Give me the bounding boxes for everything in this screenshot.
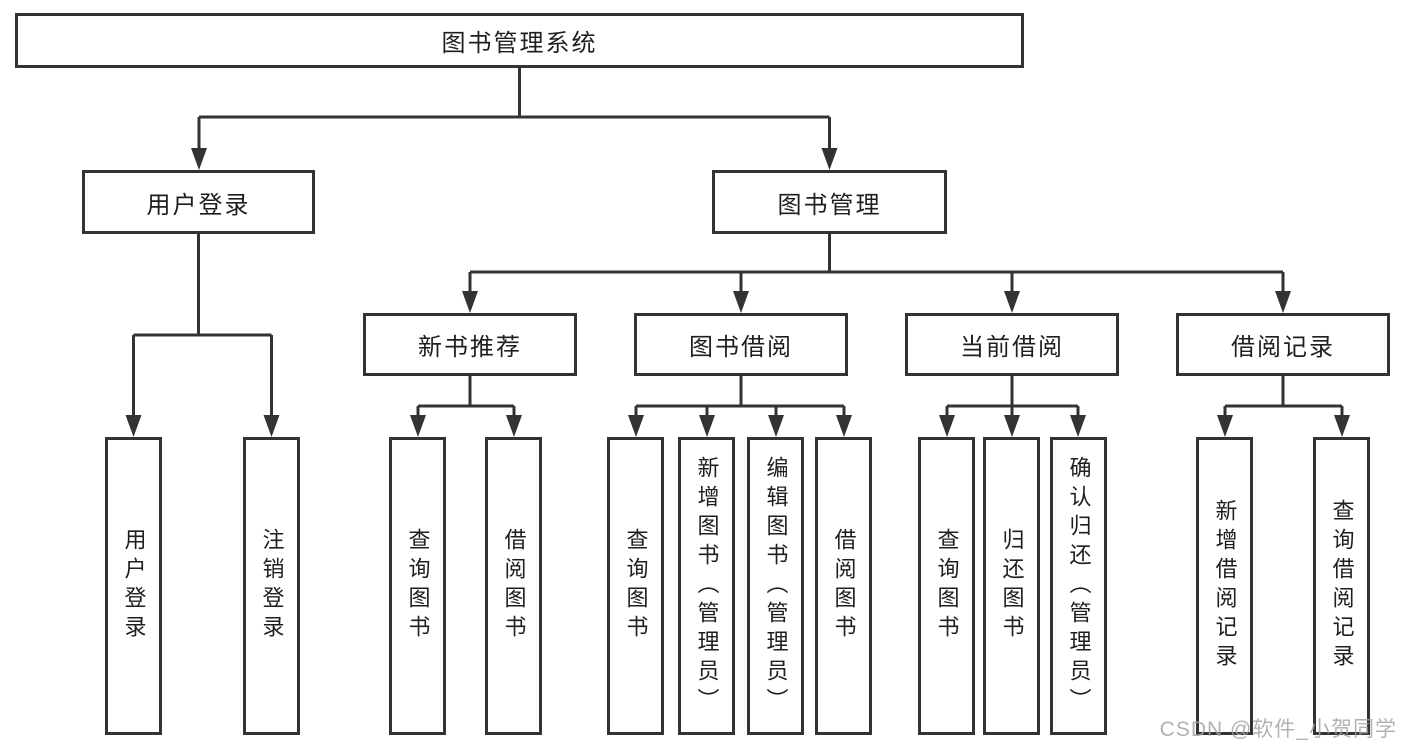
node-book-management: 图书管理 — [712, 170, 947, 234]
node-query-borrow-record: 查询借阅记录 — [1313, 437, 1370, 735]
tree-edges — [132, 68, 1344, 417]
node-borrowing-records: 借阅记录 — [1176, 313, 1390, 376]
node-label: 借阅图书 — [501, 528, 527, 644]
node-logout: 注销登录 — [243, 437, 300, 735]
node-new-book-recommendation: 新书推荐 — [363, 313, 577, 376]
node-user-login: 用户登录 — [82, 170, 315, 234]
node-query-books-current: 查询图书 — [918, 437, 975, 735]
node-label: 图书管理系统 — [441, 30, 598, 57]
node-add-books-admin: 新增图书（管理员） — [678, 437, 735, 735]
node-edit-books-admin: 编辑图书（管理员） — [747, 437, 804, 735]
node-borrow-books-leaf: 借阅图书 — [815, 437, 872, 735]
node-label: 查询借阅记录 — [1329, 499, 1355, 673]
node-query-books-borrowing: 查询图书 — [607, 437, 664, 735]
node-return-books: 归还图书 — [983, 437, 1040, 735]
node-add-borrow-record: 新增借阅记录 — [1196, 437, 1253, 735]
node-label: 图书管理 — [777, 191, 882, 219]
node-confirm-return-admin: 确认归还（管理员） — [1050, 437, 1107, 735]
node-current-borrowing: 当前借阅 — [905, 313, 1119, 376]
node-label: 确认归还（管理员） — [1066, 455, 1092, 717]
node-book-borrowing: 图书借阅 — [634, 313, 848, 376]
node-label: 新增图书（管理员） — [694, 455, 720, 717]
node-label: 查询图书 — [934, 528, 960, 644]
node-label: 图书借阅 — [689, 334, 793, 361]
arrowheads — [125, 148, 1350, 437]
node-label: 查询图书 — [623, 528, 649, 644]
node-label: 编辑图书（管理员） — [763, 455, 789, 717]
node-label: 用户登录 — [121, 528, 147, 644]
node-label: 新书推荐 — [418, 334, 522, 361]
node-label: 归还图书 — [999, 528, 1025, 644]
node-user-login-leaf: 用户登录 — [105, 437, 162, 735]
node-label: 借阅图书 — [831, 528, 857, 644]
node-label: 借阅记录 — [1231, 334, 1335, 361]
node-label: 查询图书 — [405, 528, 431, 644]
node-label: 新增借阅记录 — [1212, 499, 1238, 673]
node-book-management-system: 图书管理系统 — [15, 13, 1024, 68]
node-label: 注销登录 — [259, 528, 285, 644]
node-borrow-books-recommend: 借阅图书 — [485, 437, 542, 735]
node-query-books-recommend: 查询图书 — [389, 437, 446, 735]
node-label: 当前借阅 — [960, 334, 1064, 361]
node-label: 用户登录 — [146, 191, 251, 219]
